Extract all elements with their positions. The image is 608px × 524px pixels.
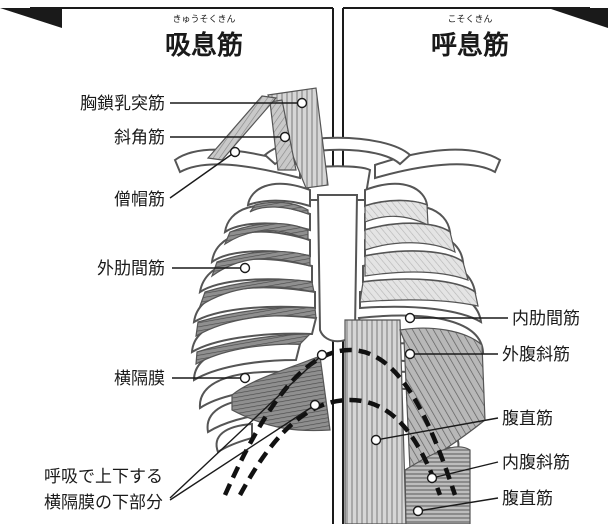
label-internal-intercostal: 内肋間筋 xyxy=(512,309,580,329)
label-diaphragm-lower-line2: 横隔膜の下部分 xyxy=(44,493,163,513)
right-corner-triangle-icon xyxy=(548,8,608,28)
label-external-intercostal: 外肋間筋 xyxy=(97,259,165,279)
label-trapezius: 僧帽筋 xyxy=(114,190,165,210)
label-scalene: 斜角筋 xyxy=(114,128,165,148)
left-corner-triangle-icon xyxy=(0,8,62,28)
label-diaphragm: 横隔膜 xyxy=(114,369,165,389)
label-internal-oblique: 内腹斜筋 xyxy=(502,453,570,473)
label-sternocleidomastoid: 胸鎖乳突筋 xyxy=(80,94,165,114)
right-panel-title: 呼息筋 xyxy=(431,30,509,61)
label-external-oblique: 外腹斜筋 xyxy=(502,345,570,365)
label-rectus-abdominis-lower: 腹直筋 xyxy=(502,489,553,509)
left-title-reading: きゅうそくきん xyxy=(172,14,235,25)
label-diaphragm-lower-line1: 呼吸で上下する xyxy=(44,467,163,487)
label-rectus-abdominis-upper: 腹直筋 xyxy=(502,409,553,429)
left-panel-title: 吸息筋 xyxy=(165,30,243,61)
right-title-reading: こそくきん xyxy=(447,14,492,25)
